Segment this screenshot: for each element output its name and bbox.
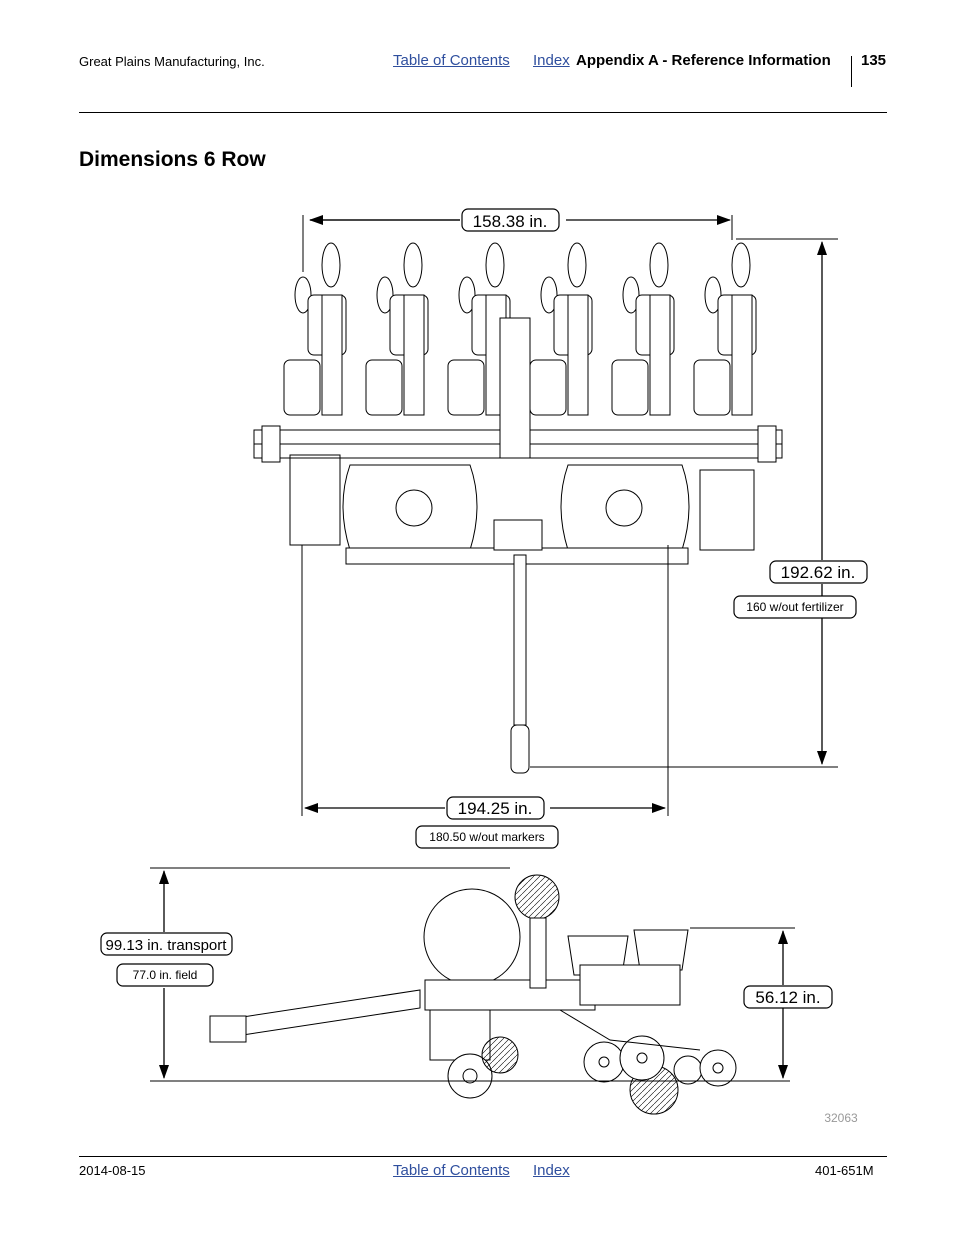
dim-length-note: 160 w/out fertilizer: [746, 600, 843, 614]
side-view-planter: [209, 874, 737, 1115]
dim-height-transport: 99.13 in. transport 77.0 in. field: [100, 867, 790, 1082]
page-title: Dimensions 6 Row: [79, 148, 266, 171]
dim-width-bottom-note: 180.50 w/out markers: [429, 830, 544, 844]
dim-width-bottom-label: 194.25 in.: [458, 799, 533, 818]
row-unit-4: [529, 242, 593, 416]
figure-number: 32063: [824, 1111, 858, 1125]
dim-length: 192.62 in. 160 w/out fertilizer: [530, 238, 868, 768]
page-number: 135: [861, 52, 887, 69]
footer-date: 2014-08-15: [79, 1163, 146, 1178]
toc-link-footer[interactable]: Table of Contents: [393, 1162, 510, 1179]
index-link-header[interactable]: Index: [533, 52, 570, 69]
section-title: Appendix A - Reference Information: [576, 52, 831, 69]
row-unit-1: [283, 242, 347, 416]
dim-hopper-height: 56.12 in.: [690, 927, 833, 1079]
dim-width-bottom: 194.25 in. 180.50 w/out markers: [301, 545, 669, 849]
company-name: Great Plains Manufacturing, Inc.: [79, 54, 265, 69]
footer-rule: [79, 1156, 887, 1157]
top-view-planter: [253, 242, 783, 774]
toc-link-header[interactable]: Table of Contents: [393, 52, 510, 69]
dim-width-top-label: 158.38 in.: [473, 212, 548, 231]
dim-width-top: 158.38 in.: [302, 208, 733, 272]
header-divider: [851, 56, 852, 87]
dim-hopper-height-label: 56.12 in.: [755, 988, 820, 1007]
dim-height-field-label: 77.0 in. field: [133, 968, 198, 982]
dim-length-label: 192.62 in.: [781, 563, 856, 582]
row-unit-5: [611, 242, 675, 416]
row-unit-2: [365, 242, 429, 416]
document-number: 401-651M: [815, 1163, 874, 1178]
row-unit-6: [693, 242, 757, 416]
dim-height-transport-label: 99.13 in. transport: [106, 937, 228, 954]
header-rule: [79, 112, 887, 113]
index-link-footer[interactable]: Index: [533, 1162, 570, 1179]
